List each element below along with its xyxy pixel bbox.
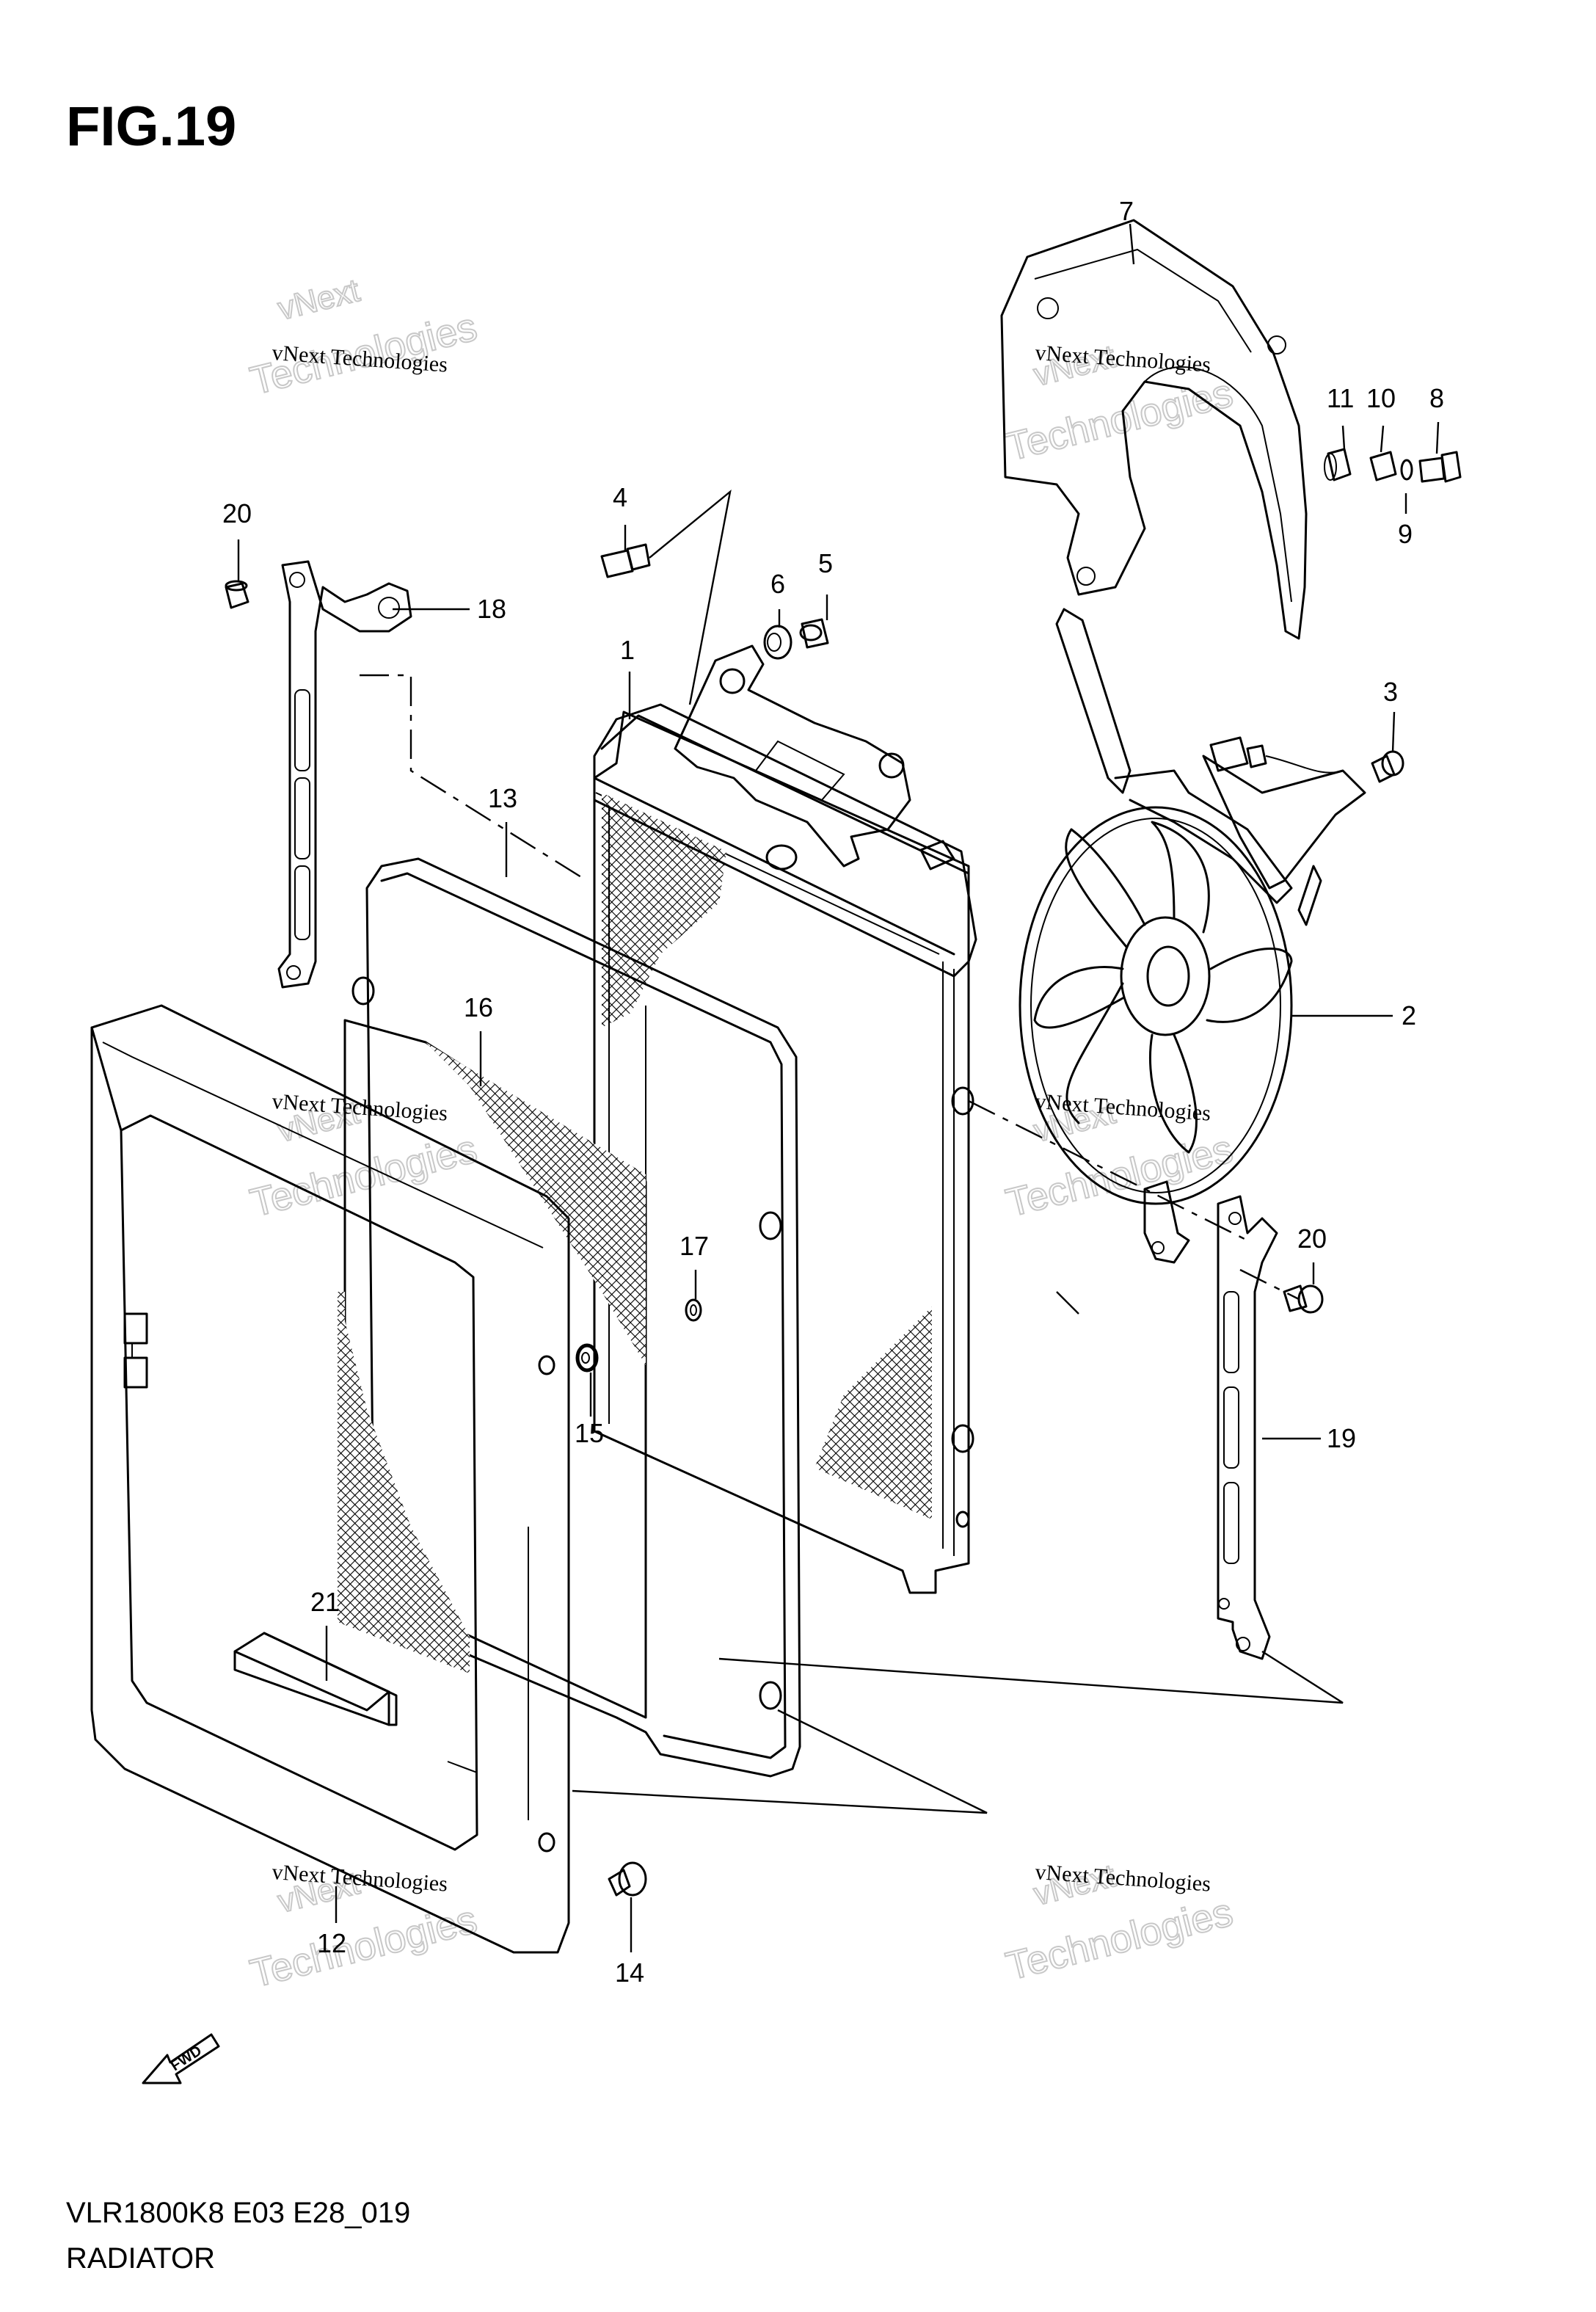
callout-5: 5	[818, 548, 833, 578]
model-code: VLR1800K8 E03 E28_019	[66, 2197, 410, 2229]
radiator-cover-part-12	[90, 1004, 570, 1954]
screw-part-14	[608, 1861, 647, 1897]
figure-title: FIG.19	[66, 95, 236, 158]
callout-16: 16	[464, 992, 493, 1022]
washer-part-9	[1400, 459, 1413, 481]
callout-4: 4	[613, 482, 627, 512]
radiator-core-part-1	[593, 644, 977, 1594]
watermark: vNext Technologies	[245, 1864, 481, 1997]
watermark: vNext Technologies	[1001, 1094, 1237, 1226]
callout-9: 9	[1398, 519, 1413, 549]
bolt-part-3	[1371, 750, 1404, 783]
cushion-part-6	[763, 625, 792, 660]
callout-12: 12	[317, 1928, 346, 1958]
callout-20-left: 20	[222, 498, 252, 528]
watermark: vNext Technologies	[245, 272, 481, 404]
callout-19: 19	[1327, 1423, 1356, 1453]
callout-7: 7	[1119, 196, 1134, 226]
grommet-part-11	[1324, 448, 1352, 481]
watermark-small: vNext	[274, 272, 363, 327]
cooling-fan-part-2	[1019, 608, 1366, 1264]
fwd-arrow-icon: FWD	[142, 2033, 220, 2084]
callout-1: 1	[620, 635, 635, 665]
callout-20-right: 20	[1297, 1224, 1327, 1254]
fan-shroud-cover	[1000, 219, 1308, 640]
collar-part-10	[1369, 451, 1397, 481]
callout-13: 13	[488, 783, 517, 813]
bolt-part-20-right	[1283, 1284, 1324, 1314]
callout-17: 17	[679, 1231, 709, 1261]
callout-14: 14	[615, 1957, 644, 1988]
callout-21: 21	[310, 1587, 340, 1617]
assembly-lines	[360, 489, 1344, 1814]
bolt-part-4	[600, 543, 651, 578]
pad-part-21	[233, 1632, 398, 1726]
watermark: vNext Technologies	[1001, 338, 1237, 470]
bolt-part-20-left	[225, 580, 249, 609]
washer-part-15	[575, 1343, 599, 1373]
leader-lines	[237, 223, 1440, 1952]
callout-2: 2	[1402, 1000, 1416, 1030]
callout-15: 15	[575, 1418, 604, 1448]
callout-3: 3	[1383, 677, 1398, 707]
callout-8: 8	[1429, 383, 1444, 413]
bolt-part-8	[1418, 451, 1462, 483]
radiator-frame-part-13	[351, 857, 801, 1778]
callout-11: 11	[1327, 383, 1354, 413]
callout-10: 10	[1366, 383, 1396, 413]
bracket-right-part-19	[1217, 1195, 1278, 1660]
watermark: vNext Technologies	[1001, 1857, 1237, 1990]
bracket-left-part-18	[277, 560, 412, 989]
callout-18: 18	[477, 594, 506, 624]
collar-part-5	[799, 618, 829, 649]
callout-6: 6	[770, 569, 785, 599]
callout-labels: 7 11 10 8 9 4 6 5 1 3 2 20 18 13 16 17 1…	[222, 196, 1444, 1988]
section-name: RADIATOR	[66, 2242, 215, 2275]
grommet-part-17	[685, 1298, 702, 1322]
